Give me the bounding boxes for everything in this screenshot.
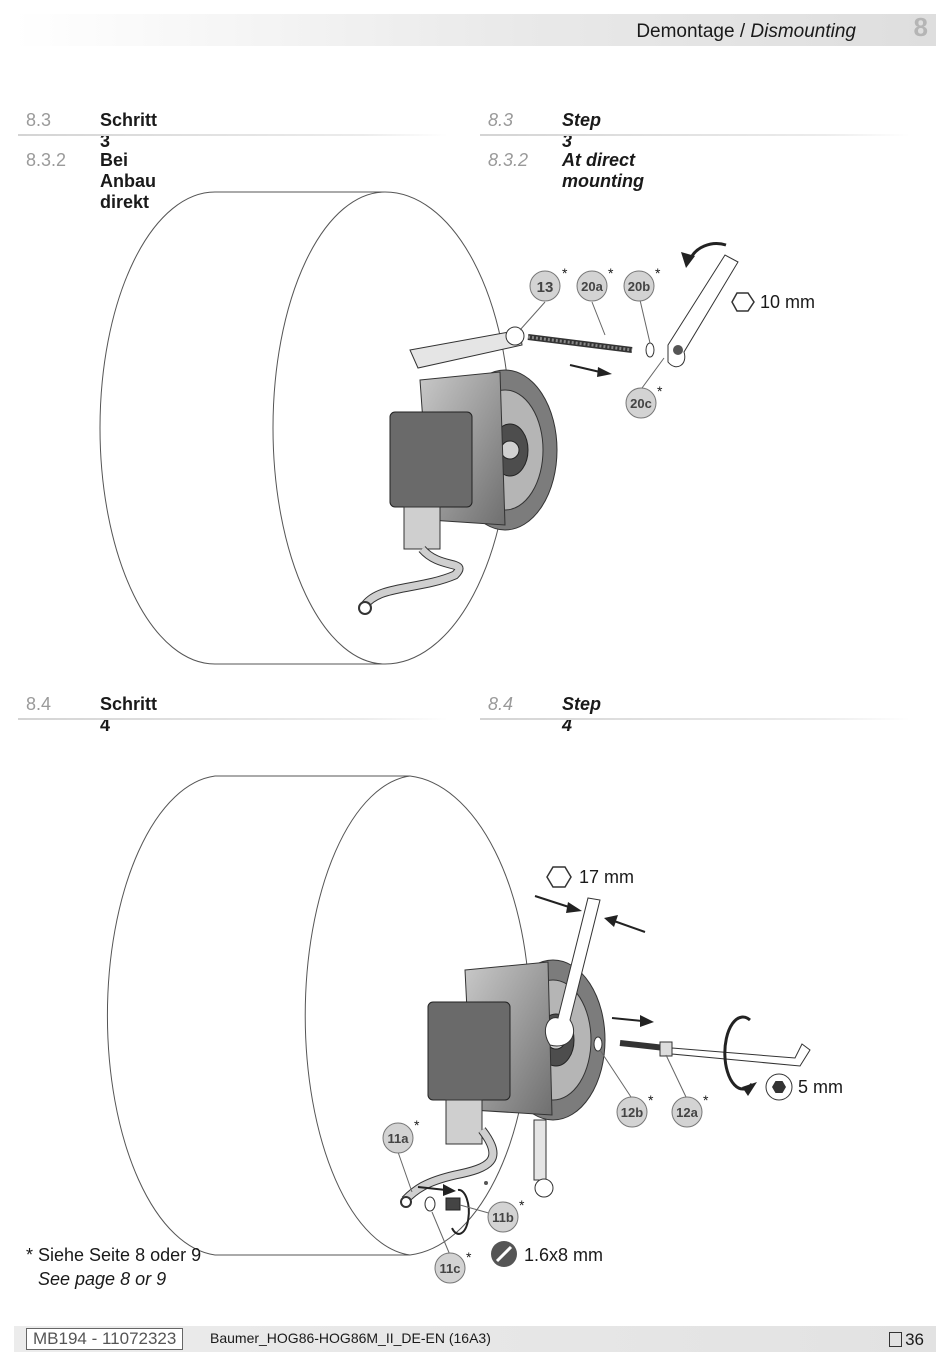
callout-star: *: [655, 265, 661, 281]
hex-key-icon: [765, 1073, 793, 1101]
callout-11b: 11b *: [487, 1197, 525, 1233]
section-rule: [480, 718, 910, 720]
header-title: Demontage / Dismounting: [636, 21, 856, 43]
callout-star: *: [562, 265, 568, 281]
callout-label: 12b: [621, 1105, 643, 1120]
header-title-en: Dismounting: [750, 21, 856, 42]
callout-label: 11a: [388, 1131, 410, 1146]
wrench-size-label: 10 mm: [760, 292, 815, 312]
page-icon: [889, 1332, 903, 1347]
wrench-size-label: 17 mm: [579, 867, 634, 887]
callout-20a: 20a *: [576, 265, 614, 302]
callout-11c: 11c *: [434, 1249, 472, 1284]
section-number: 8.3.2: [26, 150, 67, 170]
footnote: * Siehe Seite 8 oder 9 See page 8 or 9: [26, 1243, 201, 1291]
callout-label: 13: [537, 279, 554, 296]
figure-step3-illustration: 13 * 20a * 20b * 20c * 10 mm: [99, 191, 815, 665]
section-title: Schritt 4: [100, 694, 158, 735]
callout-star: *: [608, 265, 614, 281]
callout-label: 20c: [630, 396, 652, 411]
callout-20b: 20b *: [623, 265, 661, 302]
callout-label: 11b: [492, 1210, 514, 1225]
callout-11a: 11a *: [382, 1117, 420, 1154]
callout-star: *: [703, 1092, 709, 1108]
screwdriver-icon: [491, 1241, 517, 1267]
hex-key-size-label: 5 mm: [798, 1077, 843, 1097]
section-number: 8.3.2: [488, 150, 529, 170]
callout-13: 13 *: [529, 265, 568, 302]
section-rule: [18, 718, 448, 720]
callout-label: 20b: [628, 279, 650, 294]
section-number: 8.3: [26, 110, 52, 130]
document-id: MB194 - 11072323: [26, 1328, 184, 1350]
callout-label: 20a: [581, 279, 603, 294]
page-number: 36: [889, 1330, 924, 1350]
section-title: Step 3: [562, 110, 602, 151]
section-title: Bei Anbau direkt: [100, 150, 156, 212]
figure-step4-illustration: 11a * 11b * 11c * 12a * 12b * 17 mm 5 mm…: [106, 775, 843, 1284]
motor-housing: [106, 775, 531, 1256]
section-number: 8.4: [488, 694, 514, 714]
encoder-body: [358, 326, 558, 615]
callout-20c: 20c *: [625, 383, 663, 419]
screwdriver-size-label: 1.6x8 mm: [524, 1245, 603, 1265]
section-rule: [480, 134, 910, 136]
footnote-en: See page 8 or 9: [38, 1269, 167, 1289]
callout-star: *: [466, 1249, 472, 1265]
section-number: 8.3: [488, 110, 514, 130]
footnote-de: * Siehe Seite 8 oder 9: [26, 1245, 202, 1265]
section-rule: [18, 134, 448, 136]
section-title: At direct mounting: [562, 150, 644, 191]
callout-star: *: [648, 1092, 654, 1108]
header-title-de: Demontage /: [636, 21, 746, 42]
chapter-number: 8: [913, 12, 928, 42]
callout-star: *: [414, 1117, 420, 1133]
section-title: Schritt 3: [100, 110, 158, 151]
hex-wrench-icon: [546, 866, 572, 888]
callout-12b: 12b *: [616, 1092, 654, 1128]
callout-12a: 12a *: [671, 1092, 709, 1128]
page-number-value: 36: [905, 1330, 924, 1349]
callout-label: 11c: [440, 1261, 461, 1276]
section-number: 8.4: [26, 694, 52, 714]
document-file-name: Baumer_HOG86-HOG86M_II_DE-EN (16A3): [210, 1330, 491, 1346]
callout-star: *: [519, 1197, 525, 1213]
callout-label: 12a: [676, 1105, 698, 1120]
section-title: Step 4: [562, 694, 602, 735]
hex-wrench-icon: [731, 292, 755, 312]
header-bar: [14, 14, 936, 46]
callout-star: *: [657, 383, 663, 399]
